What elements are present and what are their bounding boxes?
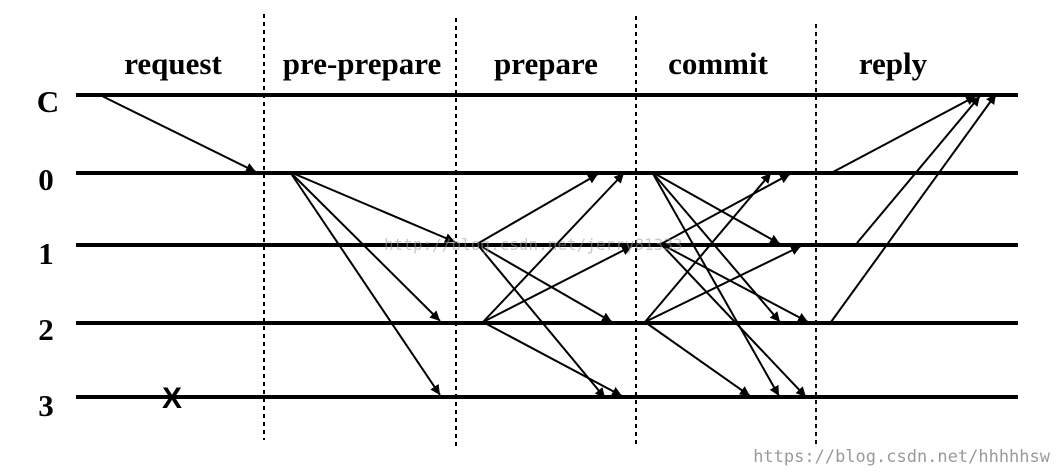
- arrow-commit-2-to-0: [644, 172, 772, 323]
- node-label-replica-1: 1: [38, 236, 54, 271]
- arrow-commit-2-to-3: [644, 321, 751, 397]
- arrow-reply-0-to-c: [832, 95, 977, 173]
- phase-label-commit: commit: [668, 46, 769, 81]
- arrow-commit-1-to-0: [660, 173, 791, 245]
- arrow-request-c-to-0: [101, 95, 257, 173]
- arrow-preprepare-0-to-2: [289, 171, 441, 322]
- watermark-center-text: http://blog.csdn.net/jerry81333: [384, 235, 683, 254]
- arrow-prepare-1-to-3: [476, 243, 606, 399]
- phase-label-prepare: prepare: [494, 46, 598, 81]
- arrow-commit-1-to-3: [660, 243, 807, 398]
- phase-label-request: request: [124, 46, 222, 81]
- crash-marker-x: X: [162, 382, 182, 415]
- arrow-reply-1-to-c: [856, 95, 981, 244]
- arrow-commit-2-to-1: [644, 245, 802, 323]
- arrow-prepare-2-to-0: [482, 172, 625, 323]
- phase-label-pre-prepare: pre-prepare: [283, 46, 441, 81]
- arrow-commit-0-to-2: [651, 171, 781, 323]
- arrow-prepare-2-to-3: [482, 321, 623, 397]
- node-label-replica-2: 2: [38, 312, 54, 347]
- arrow-commit-0-to-1: [651, 171, 781, 245]
- arrow-preprepare-0-to-1: [289, 171, 456, 243]
- node-label-replica-0: 0: [38, 162, 54, 197]
- watermark-corner-text: https://blog.csdn.net/hhhhhsw: [753, 447, 1051, 467]
- node-label-client: C: [37, 84, 59, 119]
- arrow-commit-1-to-2: [660, 243, 809, 323]
- arrow-prepare-1-to-2: [476, 243, 613, 323]
- node-label-replica-3: 3: [38, 388, 54, 423]
- arrow-preprepare-0-to-3: [289, 171, 441, 396]
- arrow-commit-0-to-3: [651, 171, 780, 397]
- phase-label-reply: reply: [859, 46, 928, 81]
- arrow-prepare-2-to-1: [482, 245, 633, 323]
- arrow-reply-2-to-c: [830, 93, 997, 323]
- arrow-prepare-1-to-0: [476, 173, 599, 245]
